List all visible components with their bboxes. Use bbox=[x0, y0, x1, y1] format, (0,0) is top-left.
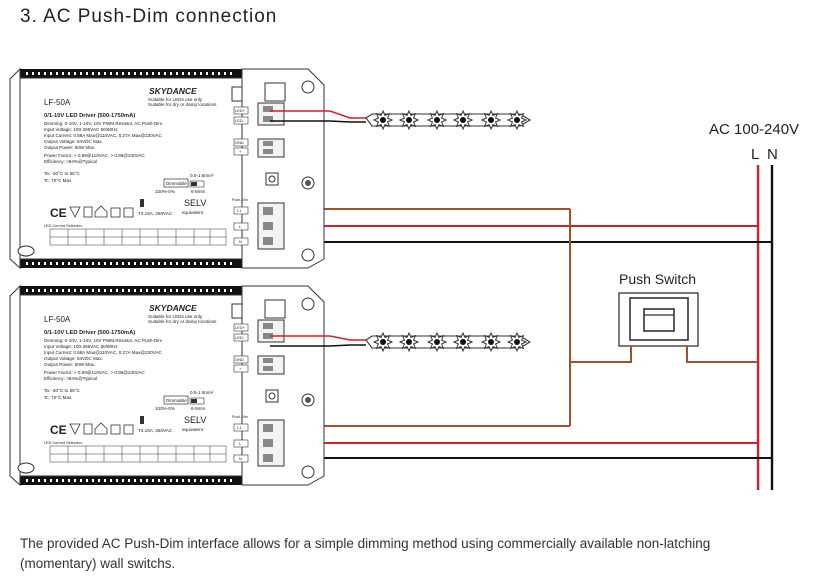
led-emitter bbox=[398, 109, 420, 131]
driver-spec-3: Output Voltage: 54VDC Max. bbox=[44, 139, 103, 144]
driver-spec-5: Power Factor: > 0.99@110VAC, > 0.95@230V… bbox=[44, 153, 145, 158]
driver-tc: Tc: 70°C Max bbox=[44, 395, 72, 400]
driver-spec-4: Output Power: 50W Max. bbox=[44, 362, 95, 367]
driver-dimmable: Dimmable bbox=[166, 181, 187, 186]
page-title: 3. AC Push-Dim connection bbox=[20, 6, 278, 27]
driver-top-labels: SKYDANCE Suitable for LEDs use only Suit… bbox=[44, 86, 248, 244]
driver-equivalent: equivalent bbox=[182, 427, 204, 432]
led-emitter bbox=[506, 109, 528, 131]
pin-led-minus: LED- bbox=[235, 118, 245, 123]
push-switch-label: Push Switch bbox=[619, 271, 696, 287]
push-switch-button bbox=[643, 308, 675, 332]
led-emitter bbox=[452, 109, 474, 131]
driver-spec-2: Input Current: 0.58A Max@110VAC, 0.27A M… bbox=[44, 350, 163, 355]
live-label: L bbox=[751, 146, 759, 163]
pin-gnd: GND bbox=[235, 357, 244, 362]
led-driver-top: SKYDANCE Suitable for LEDs use only Suit… bbox=[9, 68, 325, 269]
led-emitter bbox=[398, 331, 420, 353]
pin-n: N bbox=[239, 239, 242, 244]
driver-fuse: T3.15A, 250VAC bbox=[138, 428, 173, 433]
driver-spec-1: Input Voltage: 100-265VAC 50/60Hz bbox=[44, 127, 118, 132]
driver-fuse: T3.15A, 250VAC bbox=[138, 211, 173, 216]
driver-dimmable: Dimmable bbox=[166, 398, 187, 403]
driver-selv: SELV bbox=[184, 198, 206, 208]
pin-led-plus: LED+ bbox=[235, 325, 246, 330]
driver-spec-4: Output Power: 50W Max. bbox=[44, 145, 95, 150]
pin-l: L bbox=[239, 441, 242, 446]
driver-brand-note1: Suitable for LEDs use only bbox=[148, 314, 203, 319]
pin-l1: L1 bbox=[237, 208, 242, 213]
led-strip-top bbox=[270, 110, 532, 127]
led-emitter bbox=[426, 331, 448, 353]
pin-led-minus: LED- bbox=[235, 335, 245, 340]
led-emitter bbox=[480, 331, 502, 353]
led-emitter bbox=[372, 331, 394, 353]
driver-selv: SELV bbox=[184, 415, 206, 425]
driver-model: LF-50A bbox=[44, 315, 71, 324]
led-driver-bottom: SKYDANCE Suitable for LEDs use only Suit… bbox=[9, 285, 325, 486]
switch-to-live bbox=[686, 346, 758, 363]
driver-equivalent: equivalent bbox=[182, 210, 204, 215]
driver-spec-0: Dimming: 0-10V, 1-10V, 10V PWM,Resistor,… bbox=[44, 338, 162, 343]
led-emitter bbox=[480, 109, 502, 131]
driver-wire-spec: 0.5-1.5mm² bbox=[190, 390, 214, 395]
driver-wire-len: 6-8mm bbox=[191, 406, 205, 411]
driver-tc: Tc: 70°C Max bbox=[44, 178, 72, 183]
ac-voltage-label: AC 100-240V bbox=[709, 121, 799, 138]
pin-plus: + bbox=[239, 366, 242, 371]
driver-led-current: LED Current Selection: bbox=[44, 441, 83, 445]
driver-heading: 0/1-10V LED Driver (500-1750mA) bbox=[44, 113, 135, 119]
driver-ta: Ta: -30°C to 55°C bbox=[44, 388, 81, 393]
driver-heading: 0/1-10V LED Driver (500-1750mA) bbox=[44, 330, 135, 336]
driver-spec-6: Efficiency: >84%@Typical bbox=[44, 376, 97, 381]
driver-spec-5: Power Factor: > 0.99@110VAC, > 0.95@230V… bbox=[44, 370, 145, 375]
pin-n: N bbox=[239, 456, 242, 461]
pin-plus: + bbox=[239, 149, 242, 154]
driver-wire-spec: 0.5-1.5mm² bbox=[190, 173, 214, 178]
driver-bottom-labels: SKYDANCE Suitable for LEDs use only Suit… bbox=[44, 303, 248, 461]
pin-gnd: GND bbox=[235, 140, 244, 145]
pushdim-to-switch bbox=[570, 346, 632, 363]
wiring-diagram: AC 100-240V L N Push Switch bbox=[9, 68, 799, 490]
driver-ta: Ta: -30°C to 55°C bbox=[44, 171, 81, 176]
led-emitter bbox=[506, 331, 528, 353]
pin-l1: L1 bbox=[237, 425, 242, 430]
driver-brand-note2: Suitable for dry or damp locations bbox=[148, 319, 217, 324]
led-emitter bbox=[426, 109, 448, 131]
pin-pushdim: Push-Dim bbox=[232, 415, 248, 419]
pin-led-plus: LED+ bbox=[235, 108, 246, 113]
led-emitter bbox=[372, 109, 394, 131]
pin-l: L bbox=[239, 224, 242, 229]
driver-led-current: LED Current Selection: bbox=[44, 224, 83, 228]
led-emitter bbox=[452, 331, 474, 353]
driver-spec-1: Input Voltage: 100-265VAC 50/60Hz bbox=[44, 344, 118, 349]
driver-spec-3: Output Voltage: 54VDC Max. bbox=[44, 356, 103, 361]
pin-pushdim: Push-Dim bbox=[232, 198, 248, 202]
driver-dim-range: 100%-0% bbox=[155, 406, 175, 411]
description-text: The provided AC Push-Dim interface allow… bbox=[20, 536, 711, 571]
led-strip-bottom bbox=[270, 335, 532, 349]
driver-wire-len: 6-8mm bbox=[191, 189, 205, 194]
driver-model: LF-50A bbox=[44, 98, 71, 107]
neutral-label: N bbox=[767, 146, 778, 163]
driver-brand-note2: Suitable for dry or damp locations bbox=[148, 102, 217, 107]
driver-brand: SKYDANCE bbox=[149, 86, 197, 96]
driver-spec-6: Efficiency: >84%@Typical bbox=[44, 159, 97, 164]
driver-spec-2: Input Current: 0.58A Max@110VAC, 0.27A M… bbox=[44, 133, 163, 138]
driver-dim-range: 100%-0% bbox=[155, 189, 175, 194]
driver-brand-note1: Suitable for LEDs use only bbox=[148, 97, 203, 102]
driver-spec-0: Dimming: 0-10V, 1-10V, 10V PWM,Resistor,… bbox=[44, 121, 162, 126]
driver-brand: SKYDANCE bbox=[149, 303, 197, 313]
